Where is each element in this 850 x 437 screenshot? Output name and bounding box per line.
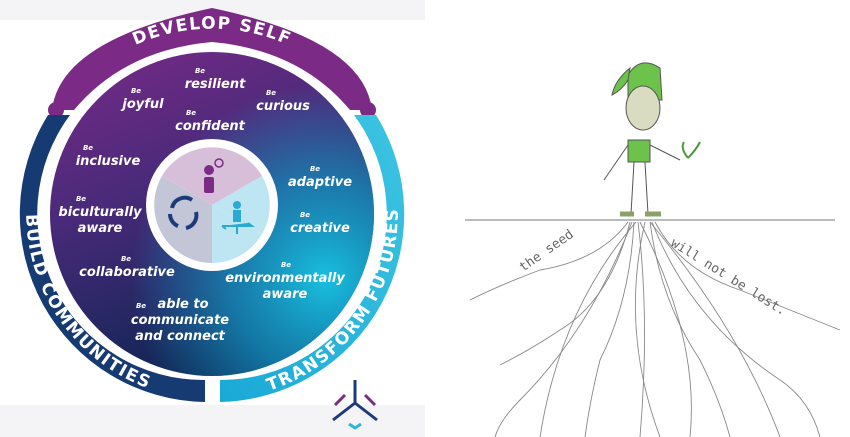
svg-text:and connect: and connect [135,329,226,344]
svg-text:communicate: communicate [131,313,229,328]
svg-text:Be: Be [136,302,146,310]
svg-text:inclusive: inclusive [76,154,141,169]
quality-joyful: Be joyful [120,87,164,112]
quality-creative: Be creative [290,211,350,236]
center-icons [146,139,278,271]
quality-inclusive: Be inclusive [76,144,141,169]
svg-text:confident: confident [175,119,246,134]
svg-text:environmentally: environmentally [225,271,345,286]
caption-the-seed: the seed [517,227,577,275]
svg-text:resilient: resilient [185,77,246,92]
svg-text:able to: able to [157,297,208,312]
pattern-strip-bottom [0,405,425,437]
svg-text:joyful: joyful [120,97,164,112]
quality-confident: Be confident [175,109,246,134]
svg-text:Be: Be [131,87,141,95]
person-lightbulb-icon [204,158,224,193]
svg-text:Be: Be [76,195,86,203]
character [603,62,701,217]
qualities: Be resilient Be joyful Be curious Be confide… [58,67,352,344]
svg-text:Be: Be [121,255,131,263]
svg-text:Be: Be [300,211,310,219]
seedling-illustration: the seed will not be lost. [465,62,841,437]
svg-text:collaborative: collaborative [79,265,175,280]
svg-text:biculturally: biculturally [58,205,142,220]
svg-text:Be: Be [83,144,93,152]
quality-collaborative: Be collaborative [79,255,175,280]
caption-will-not-be-lost: will not be lost. [668,236,789,319]
svg-text:aware: aware [263,287,308,302]
svg-text:Be: Be [186,109,196,117]
ring-band-build-communities [19,115,205,402]
ring-band-transform-futures [220,115,405,402]
person-arrows-icon [221,201,255,234]
roots [469,221,841,437]
svg-text:Be: Be [195,67,205,75]
svg-text:Be: Be [266,89,276,97]
svg-text:Be: Be [310,165,320,173]
svg-text:creative: creative [290,221,350,236]
svg-text:adaptive: adaptive [288,175,352,190]
quality-resilient: Be resilient [185,67,246,92]
svg-text:curious: curious [256,99,310,114]
quality-adaptive: Be adaptive [288,165,352,190]
logo [332,380,378,430]
svg-text:Be: Be [281,261,291,269]
quality-curious: Be curious [256,89,310,114]
community-icon [168,195,199,230]
ring-band-develop-self [48,8,376,118]
svg-text:aware: aware [78,221,123,236]
